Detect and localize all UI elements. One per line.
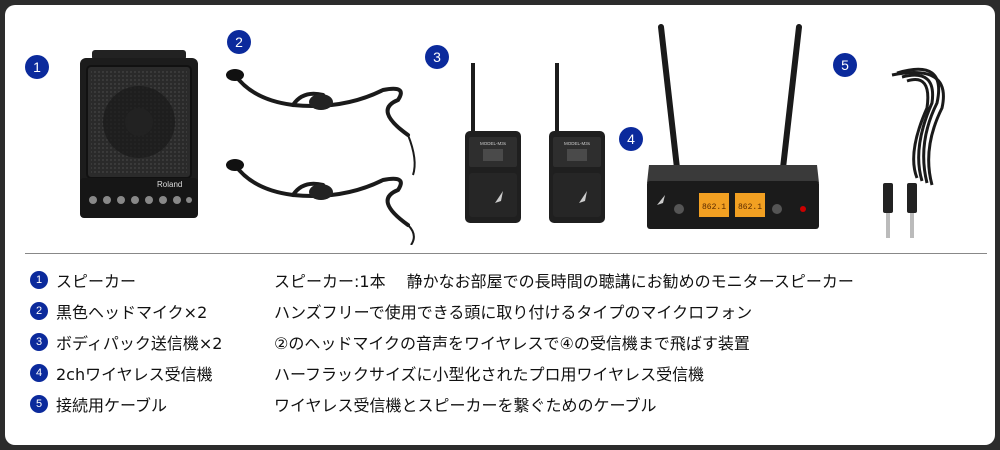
badge-5: 5: [833, 53, 857, 77]
item-description: ハンズフリーで使用できる頭に取り付けるタイプのマイクロフォン: [274, 303, 753, 322]
cable-image: [883, 67, 945, 238]
item-name: 接続用ケーブル: [56, 396, 168, 415]
legend-badge-5: 5: [30, 395, 48, 413]
list-item: 3 ボディパック送信機×2 ②のヘッドマイクの音声をワイヤレスで④の受信機まで飛…: [30, 329, 750, 355]
speaker-brand-logo: Roland: [157, 180, 182, 189]
list-item: 1 スピーカー スピーカー:1本 静かなお部屋での長時間の聴講にお勧めのモニター…: [30, 267, 854, 293]
list-item: 2 黒色ヘッドマイク×2 ハンズフリーで使用できる頭に取り付けるタイプのマイクロ…: [30, 298, 752, 324]
legend-badge-3: 3: [30, 333, 48, 351]
list-item: 5 接続用ケーブル ワイヤレス受信機とスピーカーを繋ぐためのケーブル: [30, 391, 657, 417]
item-name: 2chワイヤレス受信機: [56, 365, 213, 384]
speaker-image: Roland: [80, 50, 198, 218]
list-item: 4 2chワイヤレス受信機 ハーフラックサイズに小型化されたプロ用ワイヤレス受信…: [30, 360, 704, 386]
badge-1: 1: [25, 55, 49, 79]
badge-4: 4: [619, 127, 643, 151]
transmitter-1-model-text: MODEL-M3s: [480, 141, 507, 146]
item-description: ハーフラックサイズに小型化されたプロ用ワイヤレス受信機: [274, 365, 705, 384]
headset-mic-image: [226, 69, 416, 245]
badge-2: 2: [227, 30, 251, 54]
receiver-image: 862.1 862.1: [647, 24, 819, 229]
badge-3: 3: [425, 45, 449, 69]
product-panel: 1 2 3 4 5 Roland: [5, 5, 995, 445]
item-description: スピーカー:1本 静かなお部屋での長時間の聴講にお勧めのモニタースピーカー: [274, 272, 854, 291]
receiver-display-2: 862.1: [738, 203, 762, 212]
item-name: 黒色ヘッドマイク×2: [56, 303, 208, 322]
bodypack-transmitter-image: MODEL-M3s MODEL-M3s: [465, 63, 605, 223]
divider: [25, 253, 987, 254]
item-description: ②のヘッドマイクの音声をワイヤレスで④の受信機まで飛ばす装置: [274, 334, 750, 353]
item-description: ワイヤレス受信機とスピーカーを繋ぐためのケーブル: [274, 396, 657, 415]
item-name: ボディパック送信機×2: [56, 334, 223, 353]
receiver-display-1: 862.1: [702, 203, 726, 212]
transmitter-2-model-text: MODEL-M3s: [564, 141, 591, 146]
legend-badge-2: 2: [30, 302, 48, 320]
legend-badge-1: 1: [30, 271, 48, 289]
legend-badge-4: 4: [30, 364, 48, 382]
item-name: スピーカー: [56, 272, 137, 291]
